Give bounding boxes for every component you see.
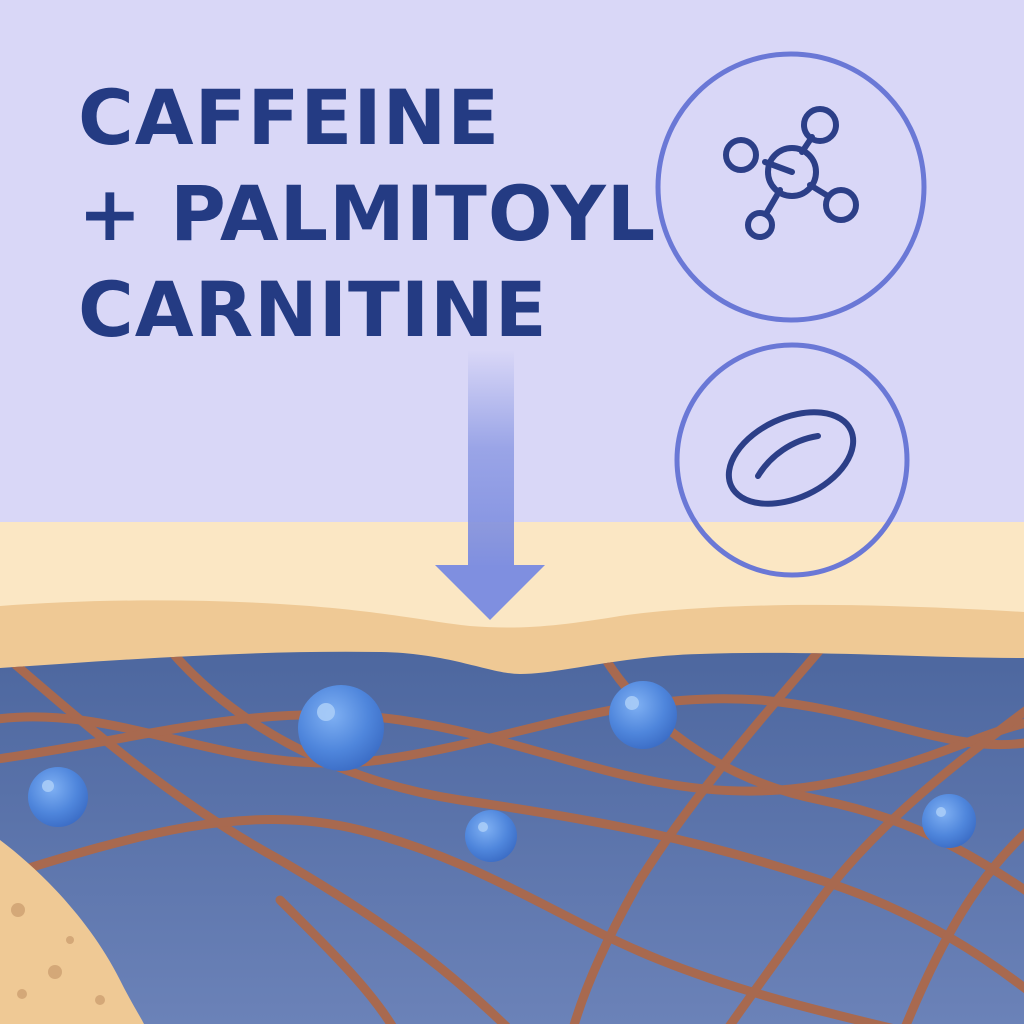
droplet (298, 685, 384, 771)
fiber (0, 694, 1024, 768)
fiber (0, 815, 945, 1024)
fat-cell-icon (725, 409, 857, 507)
down-arrow-icon (435, 350, 545, 620)
fat-cell-icon-badge (674, 342, 910, 578)
collagen-fibers (0, 651, 1024, 1024)
droplet (465, 810, 517, 862)
droplet (922, 794, 976, 848)
fiber (165, 651, 1024, 1005)
fiber (5, 655, 525, 1024)
fiber (0, 710, 1024, 796)
fiber (715, 695, 1024, 1024)
ingredient-droplets (28, 681, 976, 862)
fiber (895, 815, 1024, 1024)
title-line-palmitoyl: + PALMITOYL (78, 169, 657, 258)
fat-tissue-corner (0, 840, 144, 1024)
fiber (565, 651, 825, 1024)
fiber (275, 895, 405, 1024)
molecule-icon (723, 106, 859, 240)
molecule-icon-badge (655, 51, 927, 323)
title-line-caffeine: CAFFEINE (78, 73, 501, 162)
ingredient-title: CAFFEINE + PALMITOYL CARNITINE (78, 70, 656, 358)
droplet (609, 681, 677, 749)
droplet (28, 767, 88, 827)
fat-texture-dots (11, 903, 105, 1005)
title-line-carnitine: CARNITINE (78, 265, 548, 354)
